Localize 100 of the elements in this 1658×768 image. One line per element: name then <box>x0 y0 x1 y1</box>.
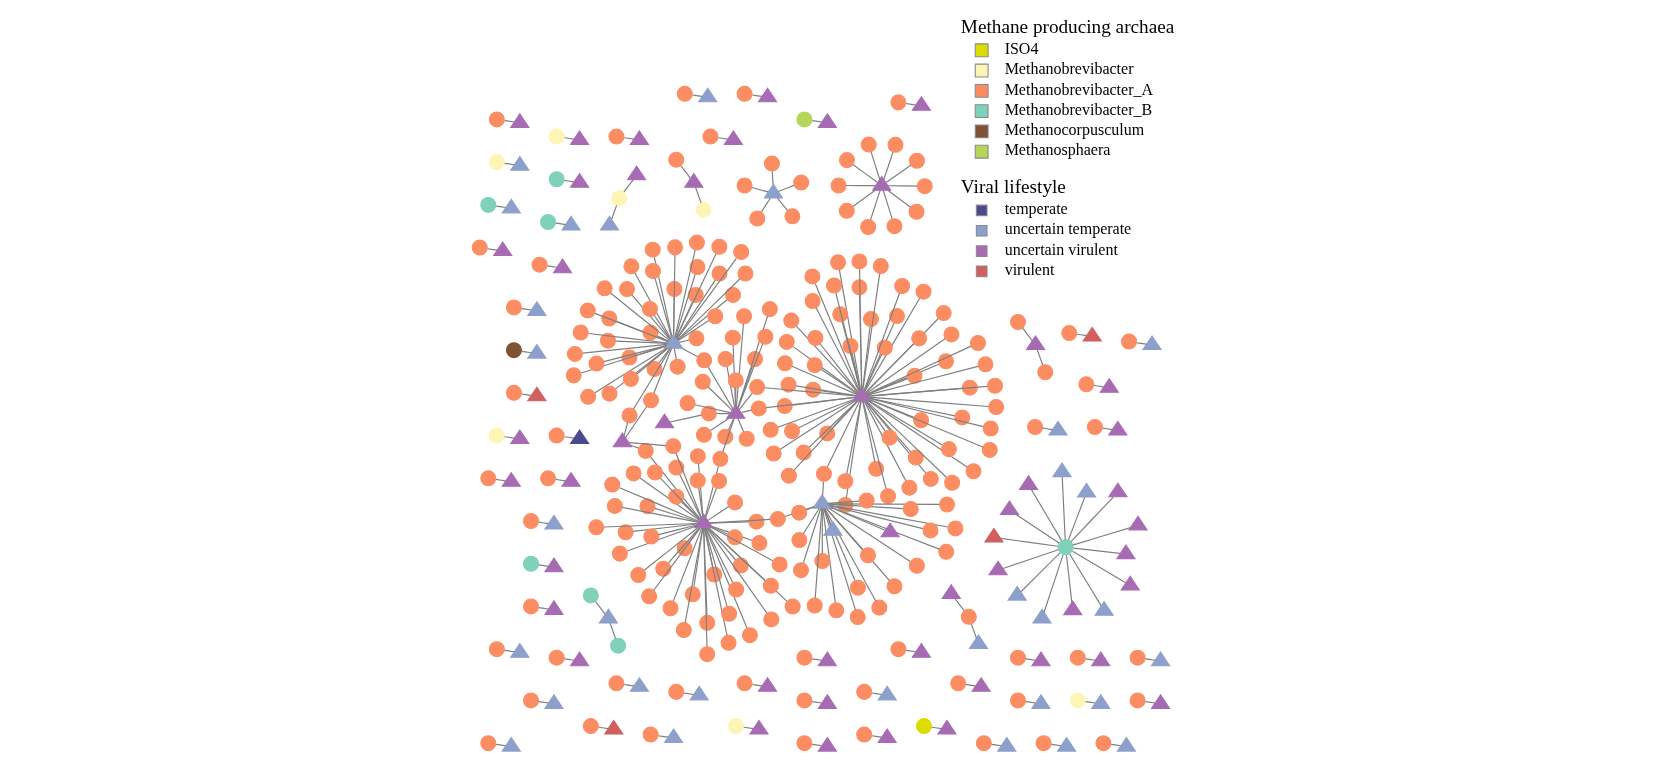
connector <box>819 368 858 395</box>
node-circle <box>916 178 933 195</box>
connector <box>865 338 946 395</box>
legend-label: Methanosphaera <box>1004 141 1110 159</box>
connector <box>537 701 549 704</box>
connector <box>673 347 677 360</box>
node-circle <box>479 470 496 487</box>
connector <box>738 392 753 411</box>
node-circle <box>915 718 932 735</box>
node-circle <box>938 496 955 513</box>
connector <box>811 743 822 747</box>
connector <box>777 184 795 193</box>
connector <box>1067 496 1085 541</box>
node-triangle <box>1030 693 1051 709</box>
node-triangle <box>822 520 843 536</box>
node-circle <box>607 128 624 145</box>
node-circle <box>654 560 671 577</box>
node-triangle <box>526 386 547 402</box>
node-triangle <box>998 500 1019 516</box>
connector <box>678 473 701 519</box>
node-circle <box>641 301 658 317</box>
legend-label: Methanobrevibacter_A <box>1004 80 1153 98</box>
node-circle <box>1035 735 1052 752</box>
connector <box>1024 658 1036 661</box>
connector <box>676 319 709 342</box>
node-circle <box>629 566 646 583</box>
connector <box>1075 333 1087 337</box>
node-triangle <box>697 87 718 103</box>
node-circle <box>815 465 832 482</box>
node-circle <box>836 473 853 490</box>
node-circle <box>827 602 844 619</box>
connector <box>702 527 708 648</box>
node-circle <box>879 488 896 505</box>
node-circle <box>762 611 779 628</box>
node-circle <box>642 726 659 743</box>
connector <box>537 564 549 567</box>
node-circle <box>765 445 782 462</box>
connector <box>852 164 878 184</box>
connector <box>674 452 702 518</box>
connector <box>657 735 668 738</box>
node-circle <box>620 349 637 366</box>
node-circle <box>750 400 767 417</box>
node-circle <box>761 301 778 318</box>
connector <box>674 273 696 338</box>
node-circle <box>609 637 626 654</box>
node-circle <box>1009 314 1026 331</box>
connector <box>624 405 647 439</box>
connector <box>1050 743 1061 747</box>
connector <box>808 400 857 448</box>
node-circle <box>579 302 596 319</box>
node-circle <box>977 356 993 373</box>
node-circle <box>548 128 565 145</box>
node-circle <box>961 379 978 396</box>
node-circle <box>790 532 807 549</box>
connector <box>697 463 703 516</box>
node-triangle <box>1141 334 1162 351</box>
connector <box>851 352 861 391</box>
node-circle <box>689 472 706 489</box>
node-circle <box>711 450 728 467</box>
connector <box>1093 384 1104 388</box>
connector <box>867 396 989 408</box>
node-circle <box>806 329 823 346</box>
node-triangle <box>492 241 513 257</box>
node-circle <box>748 210 765 227</box>
connector <box>953 598 965 612</box>
connector <box>827 503 904 510</box>
connector <box>826 400 860 468</box>
node-circle <box>795 735 812 752</box>
connector <box>697 487 703 517</box>
connector <box>814 507 822 599</box>
connector <box>704 465 719 517</box>
connector <box>710 525 753 542</box>
node-circle <box>859 547 876 564</box>
node-triangle <box>611 432 632 448</box>
node-circle <box>769 511 786 527</box>
connector <box>805 506 814 511</box>
connector <box>503 120 515 123</box>
node-triangle <box>1062 600 1083 616</box>
node-circle <box>582 587 599 604</box>
legend-label: Methanocorpusculum <box>1004 121 1144 139</box>
connector <box>694 186 702 204</box>
node-triangle <box>757 87 778 103</box>
connector <box>668 414 702 423</box>
node-circle <box>830 177 847 194</box>
node-circle <box>763 155 780 172</box>
node-circle <box>1077 376 1094 393</box>
node-circle <box>783 423 800 440</box>
node-circle <box>736 265 753 282</box>
connector <box>858 268 862 389</box>
node-circle <box>762 421 779 438</box>
connector <box>864 400 926 474</box>
node-circle <box>792 562 809 579</box>
connector <box>821 481 824 496</box>
node-triangle <box>876 728 897 744</box>
node-circle <box>850 279 867 296</box>
connector <box>884 164 911 184</box>
connector <box>869 399 983 448</box>
node-circle <box>849 609 866 626</box>
connector <box>1021 327 1033 342</box>
connector <box>629 444 639 449</box>
